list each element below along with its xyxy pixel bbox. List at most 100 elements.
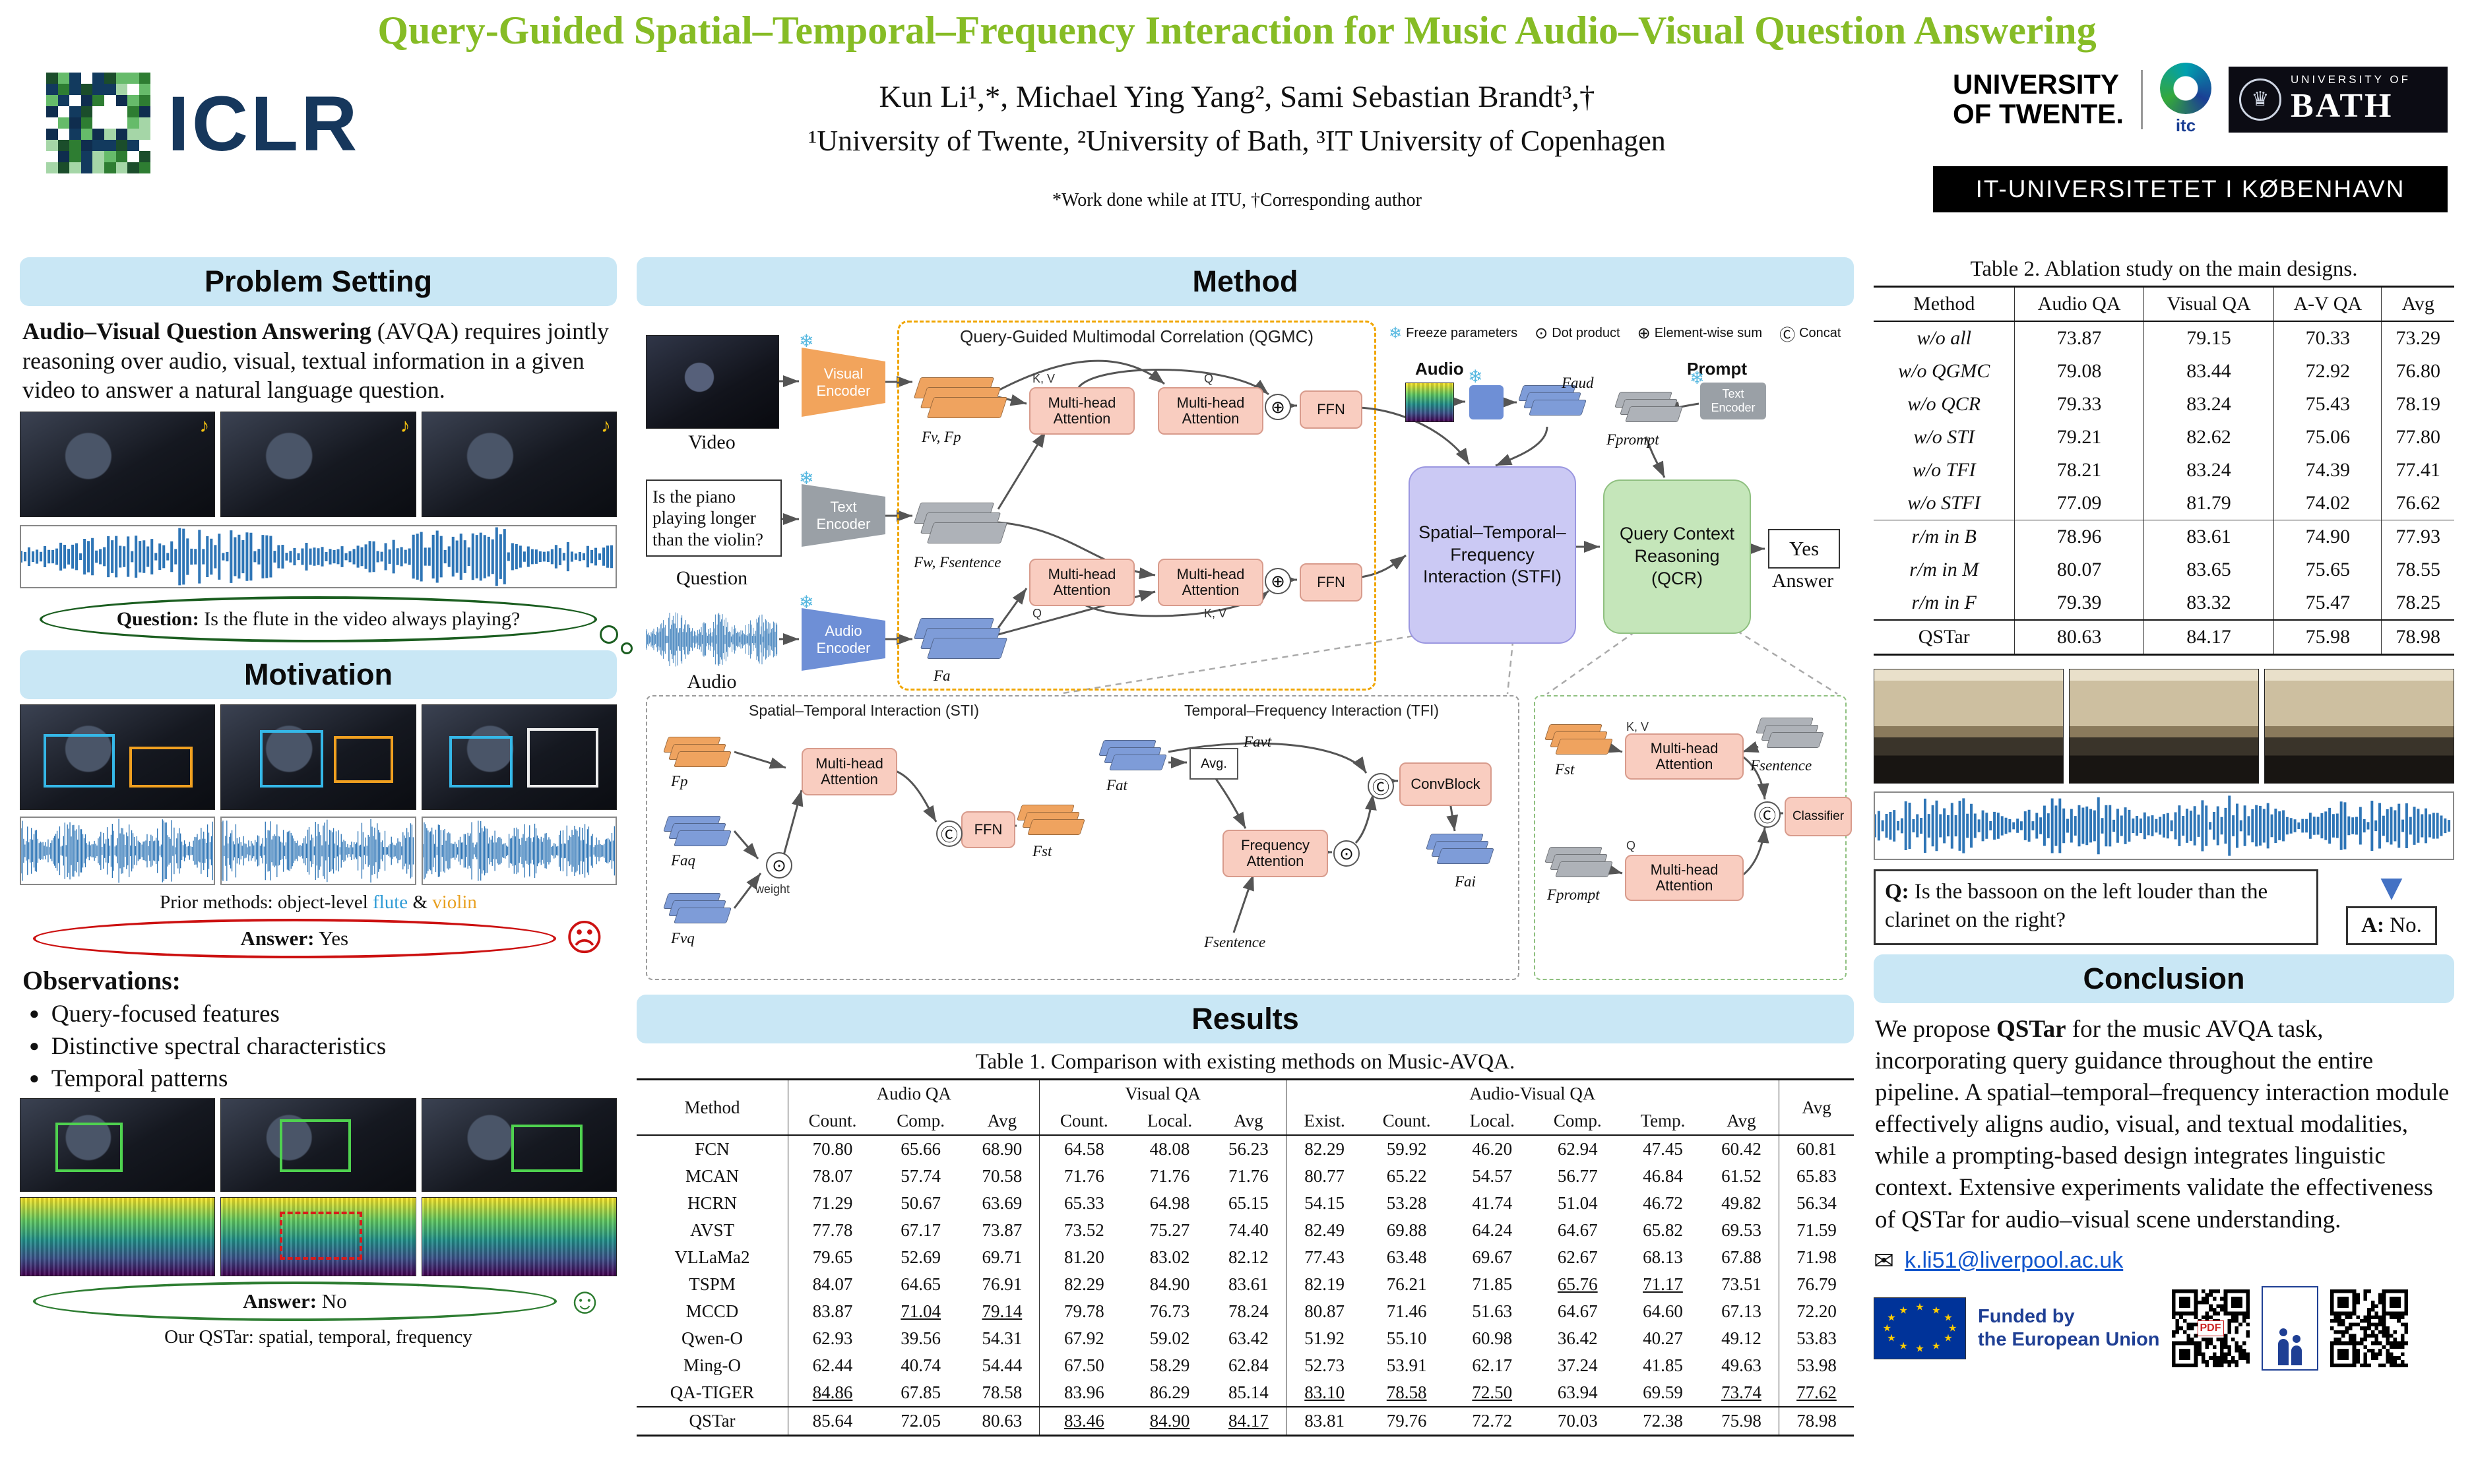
column-group-header: Visual QA xyxy=(1039,1079,1286,1107)
visual-feature-stack xyxy=(913,377,1008,425)
table-cell: 39.56 xyxy=(901,1328,941,1348)
qr-code-profile xyxy=(2330,1289,2408,1367)
poster-title: Query-Guided Spatial–Temporal–Frequency … xyxy=(377,9,2097,52)
answer-yes-bubble: Answer: Yes xyxy=(33,918,556,958)
bounding-box-flute xyxy=(260,729,324,788)
ablation-table: Method Audio QA Visual QA A-V QA Avg w/o… xyxy=(1874,286,2454,656)
mha-block: Multi-head Attention xyxy=(1158,559,1263,606)
video-frame xyxy=(220,704,416,810)
table-cell: 81.79 xyxy=(2143,487,2274,520)
table-cell: 62.67 xyxy=(1557,1247,1598,1267)
table-cell: 80.87 xyxy=(1304,1301,1345,1321)
table-cell: 63.94 xyxy=(1557,1382,1598,1402)
table-cell: 72.50 xyxy=(1472,1382,1513,1402)
mha-block: Multi-head Attention xyxy=(1158,387,1263,435)
authors-line: Kun Li¹,*, Michael Ying Yang², Sami Seba… xyxy=(879,80,1595,114)
table-cell: 82.62 xyxy=(2143,421,2274,454)
feature-label: Fa xyxy=(934,667,951,684)
conclusion-part: for the music AVQA task, incorporating q… xyxy=(1875,1016,2450,1233)
feature-label: Fst xyxy=(1032,843,1052,859)
qgmc-box: Query-Guided Multimodal Correlation (QGM… xyxy=(897,321,1376,691)
eu-flag-icon: ★★★★★★★★★★★★ xyxy=(1874,1297,1966,1359)
audio-waveform xyxy=(20,816,216,885)
table-cell: 83.10 xyxy=(1304,1382,1345,1402)
table-cell: 83.96 xyxy=(1063,1382,1104,1402)
spectrogram xyxy=(220,1196,416,1276)
table-cell: 78.07 xyxy=(812,1166,853,1186)
bath-wordmark: BATH xyxy=(2291,87,2394,125)
table-cell: 78.58 xyxy=(965,1379,1040,1407)
table-cell: 81.20 xyxy=(1063,1247,1104,1267)
itc-wordmark: itc xyxy=(2175,115,2196,135)
people-icon xyxy=(2261,1285,2318,1371)
mha-block: Multi-head Attention xyxy=(1029,559,1135,606)
table-cell: 79.65 xyxy=(812,1247,853,1267)
email-link[interactable]: k.li51@liverpool.ac.uk xyxy=(1905,1248,2124,1274)
table-cell: 80.63 xyxy=(965,1406,1040,1436)
bounding-box-flute xyxy=(449,736,513,788)
feature-stack xyxy=(1756,718,1824,752)
weight-label: weight xyxy=(755,882,790,896)
column-header: Method xyxy=(637,1079,789,1135)
table-cell: 82.29 xyxy=(1304,1139,1345,1159)
concat-icon: Ⓒ xyxy=(1754,801,1781,828)
pdf-icon: PDF xyxy=(2197,1320,2224,1336)
university-logos: UNIVERSITY OF TWENTE. itc ♛ UNIVERSITY O… xyxy=(1933,63,2448,136)
table-cell: 77.43 xyxy=(1304,1247,1345,1267)
sad-face-icon: ☹ xyxy=(565,917,604,959)
table-cell: 53.91 xyxy=(1386,1355,1427,1375)
feature-label: Fprompt xyxy=(1606,431,1659,448)
audio-feature-stack xyxy=(913,618,1008,665)
table-cell: 77.09 xyxy=(2014,487,2144,520)
video-frame: ♪ xyxy=(220,411,416,517)
table-cell: 75.98 xyxy=(2273,619,2382,655)
table-cell: 41.85 xyxy=(1643,1355,1683,1375)
feature-label: Fw, Fsentence xyxy=(914,554,1001,571)
table-cell: 82.49 xyxy=(1304,1220,1345,1240)
table-cell: 77.41 xyxy=(2381,454,2454,487)
column-header: Exist. xyxy=(1304,1111,1345,1130)
section-results: Results xyxy=(637,995,1854,1043)
table-cell: 64.65 xyxy=(901,1274,941,1294)
video-frame xyxy=(20,704,216,810)
table-cell: 75.98 xyxy=(1703,1406,1779,1436)
table-cell: 53.28 xyxy=(1386,1193,1427,1213)
question-label: Question: xyxy=(116,607,199,630)
audio-waveform xyxy=(20,524,617,588)
list-item: Distinctive spectral characteristics xyxy=(29,1032,617,1061)
element-sum-icon: ⊕ xyxy=(1637,325,1651,342)
table-cell: 47.45 xyxy=(1643,1139,1683,1159)
bounding-box-violin xyxy=(129,747,193,788)
table-cell: TSPM xyxy=(637,1271,789,1298)
table-cell: 67.85 xyxy=(901,1382,941,1402)
freeze-icon: ❄ xyxy=(799,592,814,612)
table-cell: 73.87 xyxy=(965,1217,1040,1244)
feature-label: Fvq xyxy=(671,930,695,946)
table-cell: 79.33 xyxy=(2014,388,2144,421)
video-label: Video xyxy=(688,431,736,453)
observation-text: Temporal patterns xyxy=(51,1065,228,1092)
table-cell: 75.47 xyxy=(2273,586,2382,620)
q-label: Q xyxy=(1032,607,1042,620)
table-cell: 84.17 xyxy=(2143,619,2274,655)
table-cell: 64.67 xyxy=(1557,1220,1598,1240)
table-cell: 63.42 xyxy=(1211,1325,1286,1352)
table-cell: 40.27 xyxy=(1643,1328,1683,1348)
results-table: Method Audio QA Visual QA Audio-Visual Q… xyxy=(637,1078,1854,1437)
legend-label: Dot product xyxy=(1552,326,1620,340)
feature-stack xyxy=(1098,740,1167,774)
mha-block: Multi-head Attention xyxy=(802,748,897,795)
table-cell: 83.44 xyxy=(2143,355,2274,388)
table-cell: VLLaMa2 xyxy=(637,1244,789,1271)
table-cell: 62.84 xyxy=(1211,1352,1286,1379)
table-cell: 82.12 xyxy=(1211,1244,1286,1271)
speaker-icon: ♪ xyxy=(400,414,410,437)
table-cell: 75.06 xyxy=(2273,421,2382,454)
table-cell: 83.24 xyxy=(2143,388,2274,421)
qcr-detail-box xyxy=(1534,695,1847,980)
table-cell: QSTar xyxy=(1874,619,2015,655)
table-cell: 62.17 xyxy=(1472,1355,1513,1375)
